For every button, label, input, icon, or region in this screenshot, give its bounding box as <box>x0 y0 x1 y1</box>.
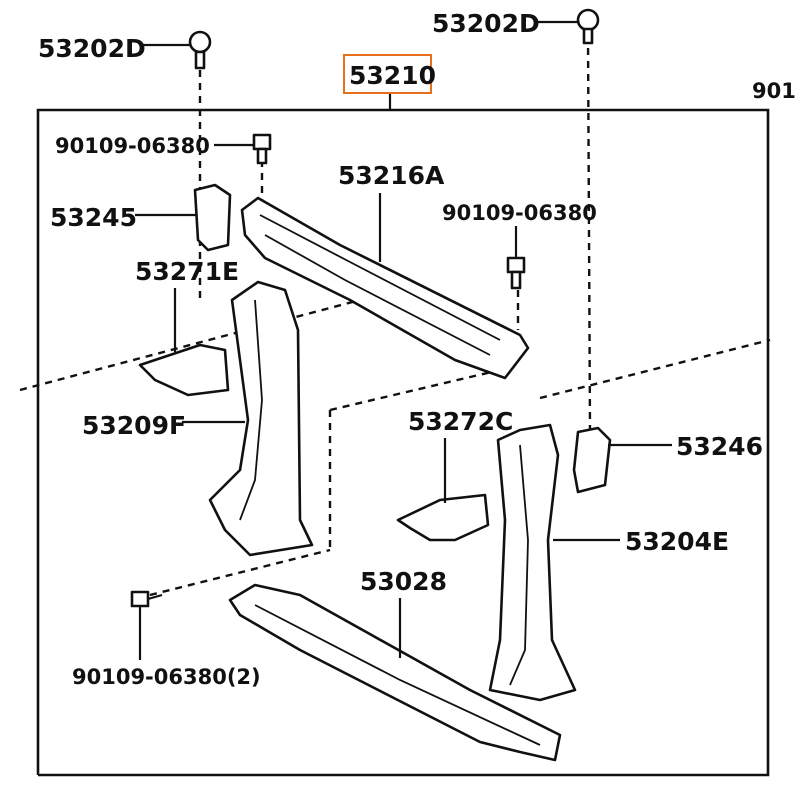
callout-hood-lock-left[interactable]: 53202D <box>38 34 146 63</box>
bracket-right[interactable] <box>572 426 612 494</box>
bracket-left[interactable] <box>193 183 232 252</box>
callout-upper-support[interactable]: 53216A <box>338 161 445 190</box>
callout-side-support-right[interactable]: 53204E <box>625 527 729 556</box>
bolt-lower-icon[interactable] <box>130 590 163 608</box>
side-support-right[interactable] <box>488 423 577 702</box>
cut-label: 901 <box>752 79 796 103</box>
callout-bolt-upper-left[interactable]: 90109-06380 <box>55 134 210 158</box>
callout-brace-left[interactable]: 53271E <box>135 257 239 286</box>
hood-lock-bolt-left-icon[interactable] <box>188 30 212 70</box>
callout-bolt-upper-right[interactable]: 90109-06380 <box>442 201 597 225</box>
lower-radiator-support[interactable] <box>228 583 562 762</box>
side-support-left[interactable] <box>208 280 314 557</box>
brace-right[interactable] <box>396 493 490 542</box>
upper-radiator-support[interactable] <box>240 196 530 380</box>
callout-lower-support[interactable]: 53028 <box>360 567 447 596</box>
brace-left[interactable] <box>138 343 230 397</box>
callout-bolt-lower[interactable]: 90109-06380(2) <box>72 665 261 689</box>
hood-lock-bolt-right-icon[interactable] <box>576 8 600 45</box>
bolt-upper-right-icon[interactable] <box>506 256 526 290</box>
bolt-upper-left-icon[interactable] <box>252 133 272 165</box>
callout-bracket-left[interactable]: 53245 <box>50 203 137 232</box>
callout-side-support-left[interactable]: 53209F <box>82 411 186 440</box>
assembly-label[interactable]: 53210 <box>349 61 436 90</box>
callout-bracket-right[interactable]: 53246 <box>676 432 763 461</box>
callout-brace-right[interactable]: 53272C <box>408 407 513 436</box>
assembly-label-highlight[interactable] <box>343 54 432 94</box>
assembly-frame <box>36 108 770 777</box>
callout-hood-lock-right[interactable]: 53202D <box>432 9 540 38</box>
reference-lines <box>19 34 771 597</box>
